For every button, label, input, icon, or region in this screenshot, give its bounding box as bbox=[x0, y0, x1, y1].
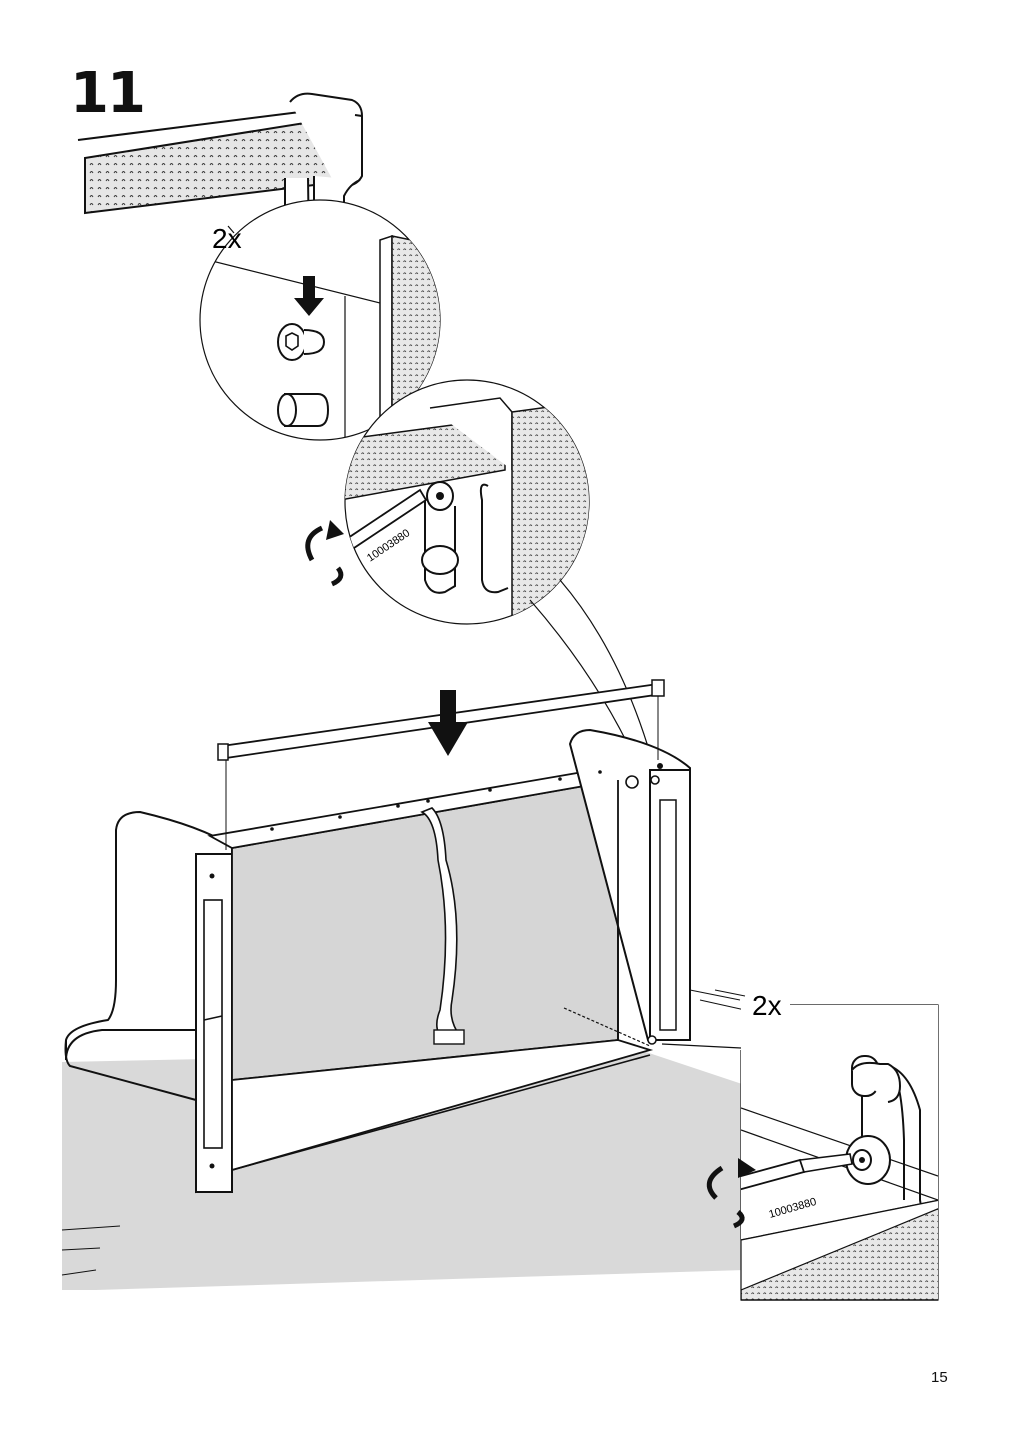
down-arrow-icon bbox=[428, 690, 468, 756]
sofa-frame bbox=[64, 728, 691, 1194]
quantity-label-top: 2x bbox=[212, 223, 242, 254]
top-rail bbox=[217, 679, 665, 850]
zoom-circle-1 bbox=[199, 199, 441, 441]
detail-box: 10003880 bbox=[661, 1004, 939, 1301]
quantity-label-bottom: 2x bbox=[752, 990, 782, 1021]
zoom-circle-2: 10003880 bbox=[305, 379, 590, 625]
rotate-arrow-icon bbox=[305, 525, 324, 562]
step-number: 11 bbox=[70, 61, 146, 126]
page-number: 15 bbox=[931, 1369, 948, 1386]
